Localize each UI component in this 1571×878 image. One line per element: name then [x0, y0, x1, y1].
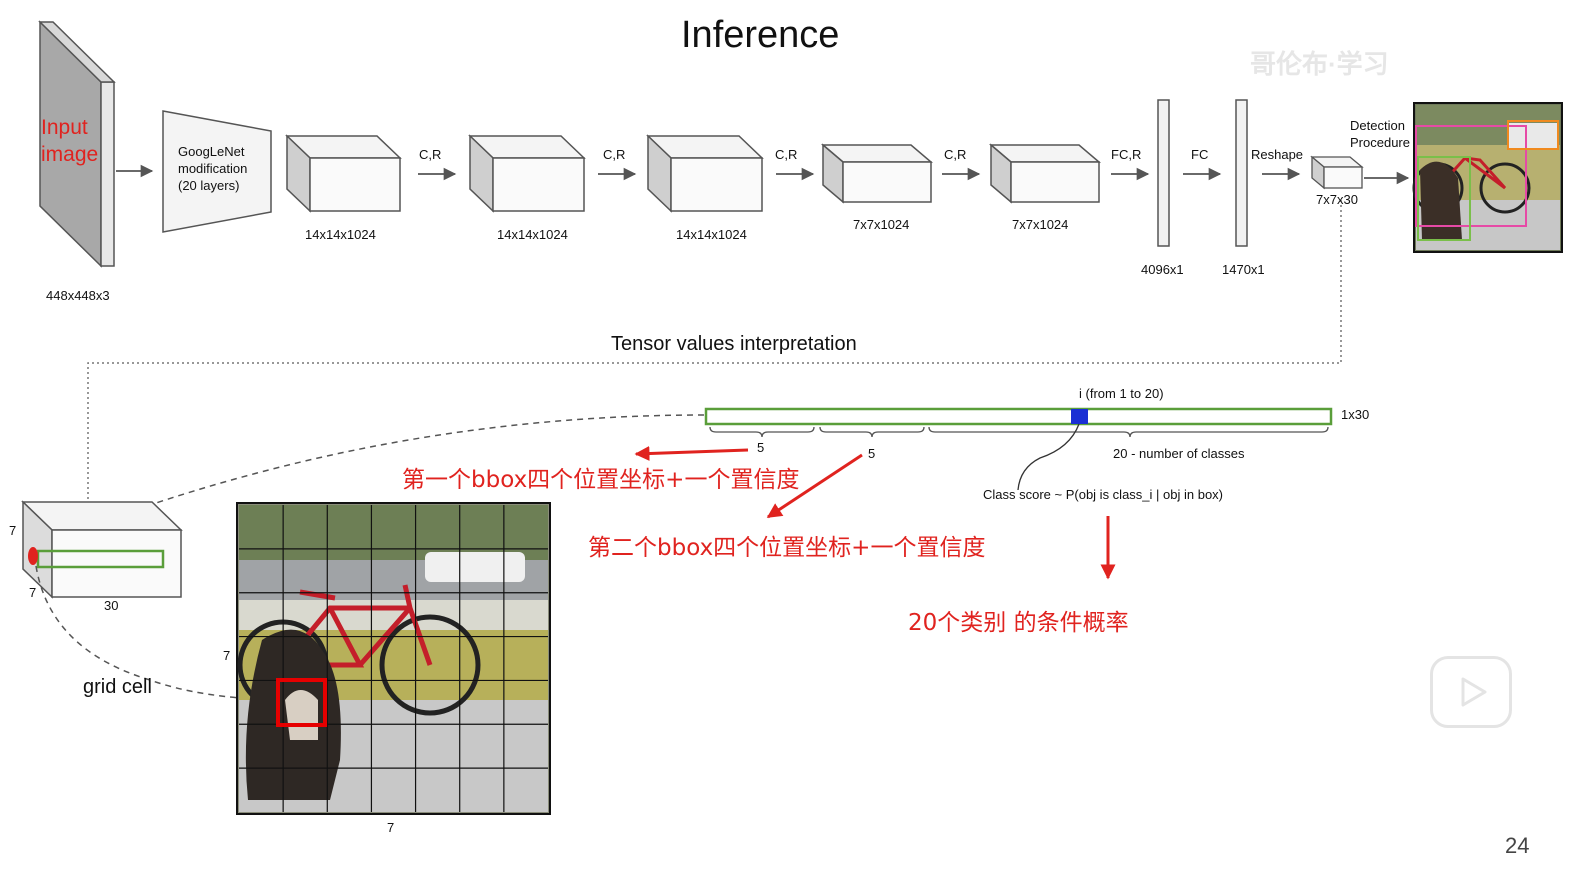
detection-line1: Detection — [1350, 118, 1405, 133]
block-dims: 14x14x1024 — [676, 227, 747, 242]
cube-width-label: 7 — [29, 585, 37, 600]
class-score-label: Class score ~ P(obj is class_i | obj in … — [983, 487, 1223, 502]
page-number: 24 — [1505, 833, 1530, 858]
block-dims: 14x14x1024 — [305, 227, 376, 242]
arrow-label: Reshape — [1251, 147, 1304, 162]
output-tensor-dims: 7x7x30 — [1316, 192, 1358, 207]
annotation-bbox2: 第二个bbox四个位置坐标+一个置信度 — [588, 535, 986, 561]
grid-tensor-cube — [21, 500, 183, 599]
input-label-line1: Input — [41, 116, 88, 139]
block-dims: 7x7x1024 — [853, 217, 910, 232]
arrow-label: FC — [1191, 147, 1209, 162]
vector-dims: 1x30 — [1341, 407, 1370, 422]
googlenet-block — [162, 110, 272, 233]
grid-photo — [236, 502, 551, 815]
detection-line2: Procedure — [1350, 135, 1410, 150]
annotation-classes: 20个类别 的条件概率 — [908, 610, 1129, 636]
tensor-section-title: Tensor values interpretation — [611, 333, 857, 355]
grid-bottom-label: 7 — [387, 820, 395, 835]
class-score-pointer — [1017, 423, 1080, 491]
cube-3 — [646, 134, 764, 213]
segment-2-label: 5 — [868, 446, 876, 461]
fc-bar-1470 — [1235, 99, 1248, 247]
cube-5 — [988, 143, 1102, 204]
segment-braces — [709, 426, 1329, 438]
arrow-label: C,R — [603, 147, 626, 162]
slide-title: Inference — [681, 14, 840, 56]
watermark: 哥伦布·学习 — [1250, 49, 1389, 79]
grid-cell-label: grid cell — [83, 676, 152, 698]
segment-3-label: 20 - number of classes — [1113, 446, 1245, 461]
annotation-arrows — [634, 446, 1116, 580]
index-label: i (from 1 to 20) — [1079, 386, 1164, 401]
input-image-slab — [38, 20, 116, 268]
cube-height-label: 7 — [9, 523, 17, 538]
annotation-bbox1: 第一个bbox四个位置坐标+一个置信度 — [402, 467, 800, 493]
arrow-label: C,R — [944, 147, 967, 162]
arrow-label: C,R — [775, 147, 798, 162]
googlenet-line2: modification — [178, 161, 248, 176]
cube-2 — [468, 134, 586, 213]
fc-dims: 4096x1 — [1141, 262, 1184, 277]
detection-result-image — [1412, 102, 1563, 253]
block-dims: 14x14x1024 — [497, 227, 568, 242]
arrow-label: C,R — [419, 147, 442, 162]
input-dims: 448x448x3 — [46, 288, 110, 303]
cube-1 — [285, 134, 402, 213]
cube-4 — [820, 143, 934, 204]
block-dims: 7x7x1024 — [1012, 217, 1069, 232]
segment-1-label: 5 — [757, 440, 765, 455]
googlenet-line3: (20 layers) — [178, 178, 240, 193]
fc-bar-4096 — [1157, 99, 1170, 247]
input-label-line2: image — [41, 143, 99, 166]
highlighted-grid-cell — [276, 678, 327, 727]
layer-arrows — [418, 167, 1410, 185]
dotted-connector — [87, 200, 1342, 502]
googlenet-line1: GoogLeNet — [178, 144, 245, 159]
tensor-vector — [704, 407, 1333, 426]
dashed-curve-cell — [35, 565, 279, 701]
grid-side-label: 7 — [223, 648, 231, 663]
fc-dims: 1470x1 — [1222, 262, 1265, 277]
play-icon — [1461, 677, 1487, 707]
cube-depth-label: 30 — [104, 598, 119, 613]
play-button[interactable] — [1430, 656, 1512, 728]
arrow-label: FC,R — [1111, 147, 1142, 162]
output-tensor-cube — [1310, 155, 1364, 190]
